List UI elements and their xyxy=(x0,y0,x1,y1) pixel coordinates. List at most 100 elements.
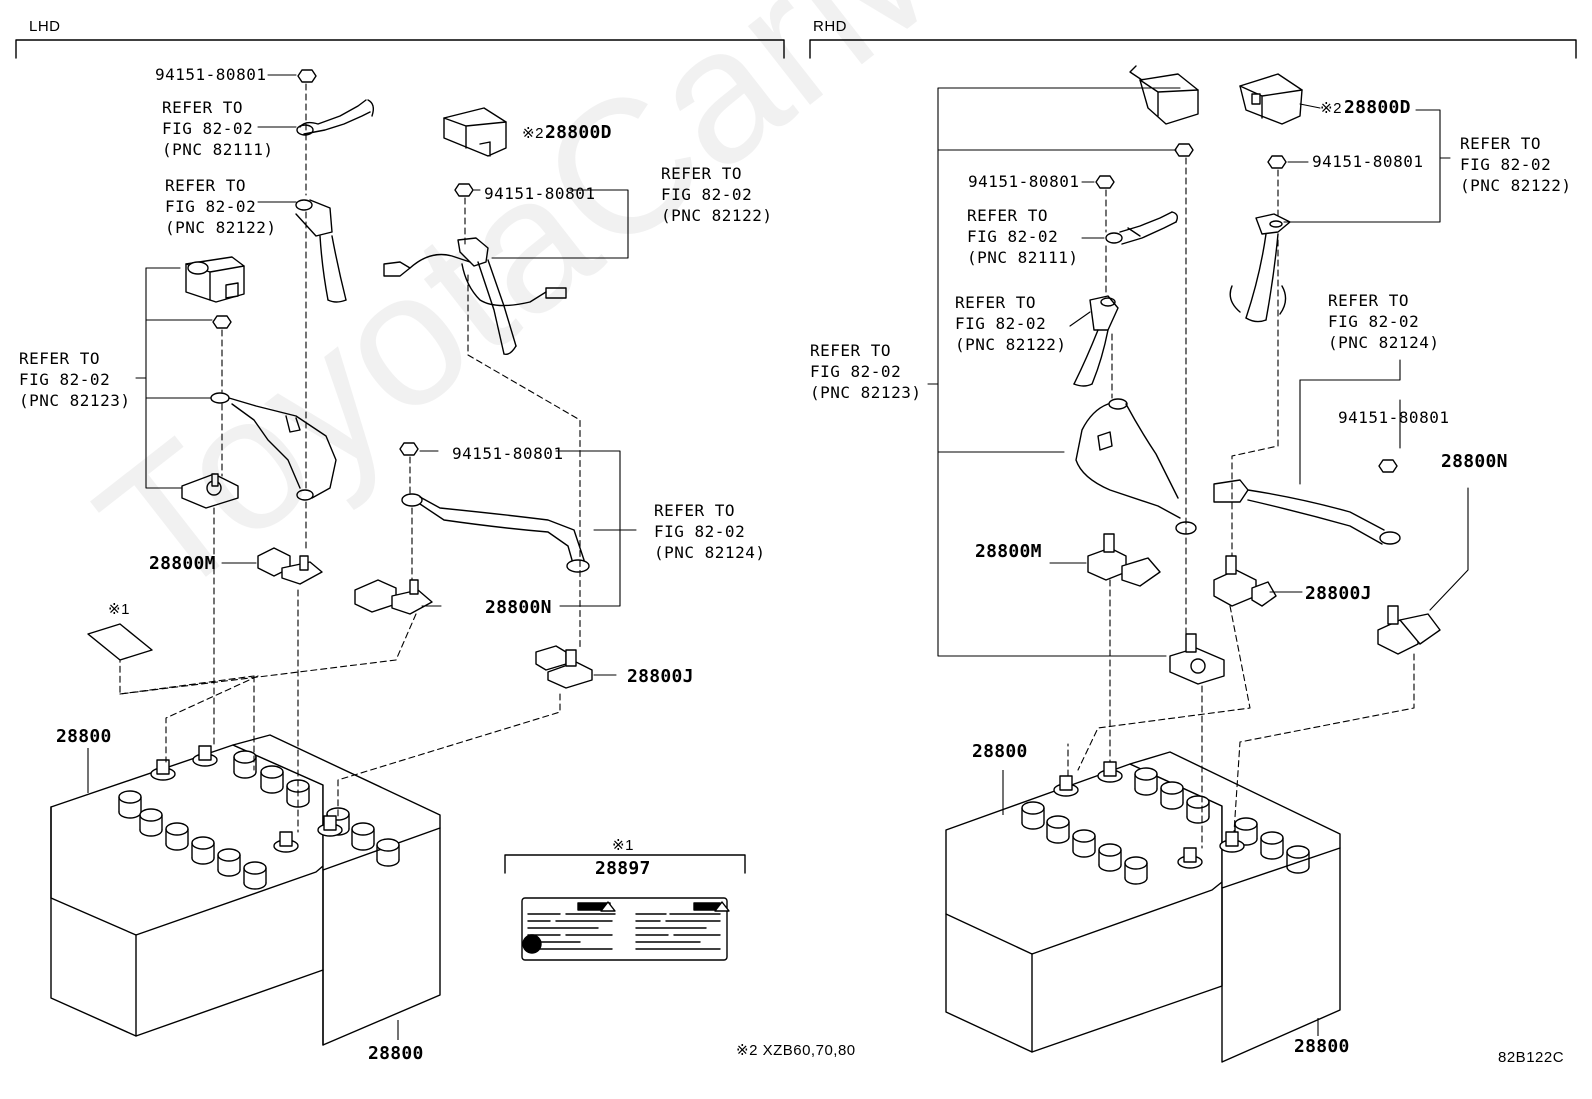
refer-fig: FIG 82-02 xyxy=(654,522,746,541)
refer-fig: FIG 82-02 xyxy=(1328,312,1420,331)
part-28800-lhd-bottom: 28800 xyxy=(368,1043,424,1064)
clamp-rhd-center xyxy=(1169,633,1225,685)
clamp-28800n-lhd xyxy=(354,579,433,615)
clamp-28800m-rhd xyxy=(1087,533,1161,587)
refer-82124-rhd: REFER TO FIG 82-02 (PNC 82124) xyxy=(1328,290,1439,353)
refer-pnc: (PNC 82124) xyxy=(654,543,766,562)
refer-line: REFER TO xyxy=(165,176,247,195)
header-lhd: LHD xyxy=(29,18,61,35)
part-28800j-lhd: 28800J xyxy=(627,666,694,687)
battery-caps-lhd xyxy=(118,750,400,890)
header-rhd: RHD xyxy=(813,18,847,35)
rhd-bracket xyxy=(809,39,1577,59)
clamp-28800j-lhd xyxy=(535,645,593,689)
nut-part-number: 94151-80801 xyxy=(484,184,596,203)
refer-82122-lhd: REFER TO FIG 82-02 (PNC 82122) xyxy=(165,175,276,238)
refer-pnc: (PNC 82111) xyxy=(967,248,1079,267)
footnote: ※2 XZB60,70,80 xyxy=(736,1042,856,1059)
refer-pnc: (PNC 82123) xyxy=(810,383,922,402)
label-card-art xyxy=(521,897,730,961)
note-2-mark-lhd: ※2 xyxy=(522,125,544,142)
part-28800j-rhd: 28800J xyxy=(1305,583,1372,604)
part-28800-rhd-top: 28800 xyxy=(972,741,1028,762)
refer-pnc: (PNC 82122) xyxy=(1460,176,1572,195)
clamp-28800j-rhd xyxy=(1213,555,1277,607)
refer-82123-rhd: REFER TO FIG 82-02 (PNC 82123) xyxy=(810,340,921,403)
refer-fig: FIG 82-02 xyxy=(1460,155,1552,174)
lhd-bracket xyxy=(15,39,785,59)
refer-line: REFER TO xyxy=(654,501,736,520)
diagram-code: 82B122C xyxy=(1498,1049,1565,1066)
nut-rhd-a xyxy=(1174,143,1194,157)
part-28800m-rhd: 28800M xyxy=(975,541,1042,562)
cable-82122-rhd xyxy=(1073,295,1119,387)
refer-pnc: (PNC 82122) xyxy=(661,206,773,225)
nut-part-number: 94151-80801 xyxy=(1312,152,1424,171)
refer-line: REFER TO xyxy=(1328,291,1410,310)
part-28897: 28897 xyxy=(595,858,651,879)
nut-part-number: 94151-80801 xyxy=(155,65,267,84)
battery-caps-rhd xyxy=(1021,767,1310,885)
nut-part-number: 94151-80801 xyxy=(452,444,564,463)
clamp-28800m-lhd xyxy=(257,547,323,585)
refer-pnc: (PNC 82122) xyxy=(165,218,277,237)
part-28800m-lhd: 28800M xyxy=(149,553,216,574)
cable-82111-lhd xyxy=(296,99,375,136)
nut-lhd-right-mid xyxy=(399,442,419,456)
refer-fig: FIG 82-02 xyxy=(810,362,902,381)
part-28800-rhd-bottom: 28800 xyxy=(1294,1036,1350,1057)
label-card-bracket xyxy=(504,854,746,874)
note-1-mark-lhd: ※1 xyxy=(108,601,130,618)
part-28800n-lhd: 28800N xyxy=(485,597,552,618)
clamp-lhd-left xyxy=(181,473,239,509)
nut-lhd-right-top xyxy=(454,183,474,197)
cable-82123-rhd xyxy=(1075,398,1197,535)
battery-terminals-lhd xyxy=(150,745,343,853)
refer-pnc: (PNC 82124) xyxy=(1328,333,1440,352)
rhd-dashed xyxy=(1067,157,1415,849)
part-28800-lhd-top: 28800 xyxy=(56,726,112,747)
part-28800d-rhd: 28800D xyxy=(1344,97,1411,118)
refer-82123-lhd: REFER TO FIG 82-02 (PNC 82123) xyxy=(19,348,130,411)
refer-fig: FIG 82-02 xyxy=(19,370,111,389)
refer-82122-rhd-right: REFER TO FIG 82-02 (PNC 82122) xyxy=(1460,133,1571,196)
nut-rhd-b xyxy=(1095,175,1115,189)
nut-part-number: 94151-80801 xyxy=(1338,408,1450,427)
cover-lhd xyxy=(185,256,245,303)
refer-line: REFER TO xyxy=(967,206,1049,225)
refer-fig: FIG 82-02 xyxy=(162,119,254,138)
refer-fig: FIG 82-02 xyxy=(955,314,1047,333)
cable-82124-lhd xyxy=(401,493,590,573)
lhd-dashed xyxy=(119,83,581,833)
rhd-leaders xyxy=(927,87,1469,657)
refer-pnc: (PNC 82111) xyxy=(162,140,274,159)
cable-82122-lhd xyxy=(295,199,347,303)
refer-fig: FIG 82-02 xyxy=(165,197,257,216)
part-28800d-lhd: 28800D xyxy=(545,122,612,143)
refer-82122-rhd: REFER TO FIG 82-02 (PNC 82122) xyxy=(955,292,1066,355)
label-sticker-lhd xyxy=(87,623,153,661)
clamp-28800n-rhd xyxy=(1377,605,1441,655)
refer-line: REFER TO xyxy=(162,98,244,117)
refer-82124-lhd: REFER TO FIG 82-02 (PNC 82124) xyxy=(654,500,765,563)
refer-82122-lhd-right: REFER TO FIG 82-02 (PNC 82122) xyxy=(661,163,772,226)
refer-pnc: (PNC 82123) xyxy=(19,391,131,410)
refer-82111-lhd: REFER TO FIG 82-02 (PNC 82111) xyxy=(162,97,273,160)
nut-rhd-d xyxy=(1378,459,1398,473)
refer-line: REFER TO xyxy=(810,341,892,360)
cable-82122-rhd-right xyxy=(1229,213,1291,323)
refer-pnc: (PNC 82122) xyxy=(955,335,1067,354)
refer-line: REFER TO xyxy=(661,164,743,183)
note-1-mark-card: ※1 xyxy=(612,837,634,854)
refer-line: REFER TO xyxy=(955,293,1037,312)
cable-positive-lhd xyxy=(383,237,567,356)
nut-rhd-c xyxy=(1267,155,1287,169)
cover-28800d-lhd xyxy=(443,107,507,157)
nut-part-number: 94151-80801 xyxy=(968,172,1080,191)
refer-82111-rhd: REFER TO FIG 82-02 (PNC 82111) xyxy=(967,205,1078,268)
part-28800n-rhd: 28800N xyxy=(1441,451,1508,472)
lhd-leaders xyxy=(135,74,637,676)
refer-fig: FIG 82-02 xyxy=(661,185,753,204)
cover-rhd-left xyxy=(1129,65,1199,125)
